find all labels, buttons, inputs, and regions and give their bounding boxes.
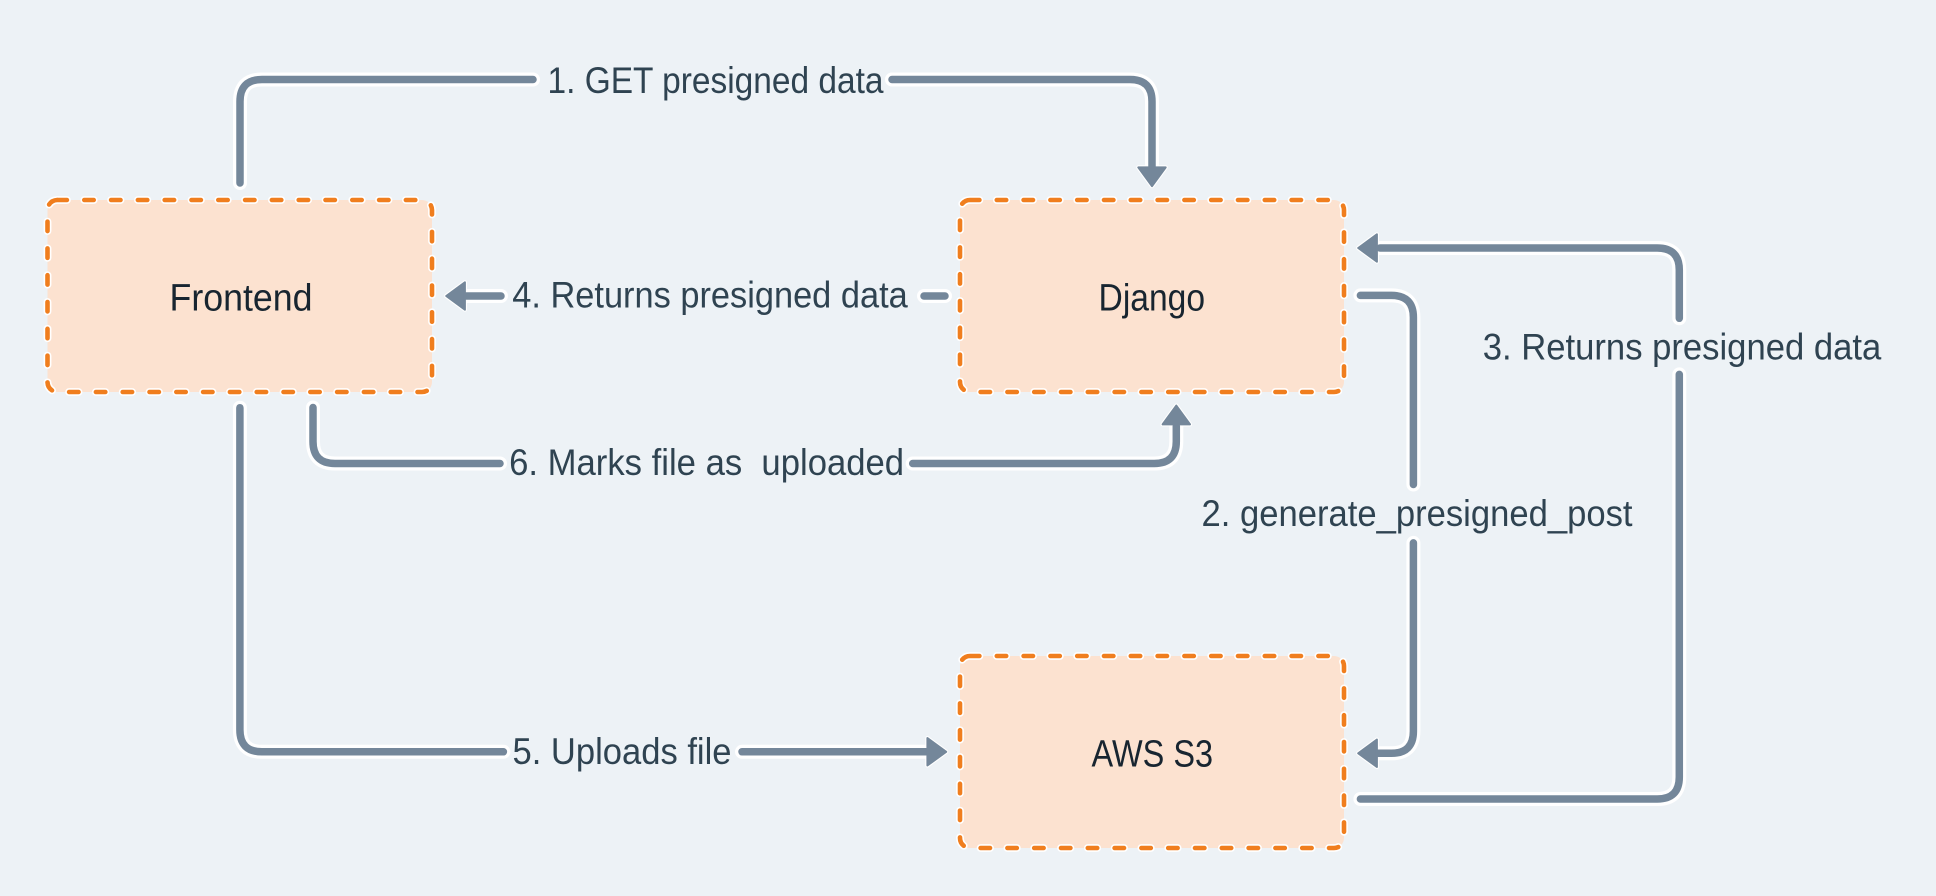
svg-text:Django: Django [1099,277,1206,319]
svg-text:1. GET presigned data: 1. GET presigned data [548,60,884,101]
svg-text:2. generate_presigned_post: 2. generate_presigned_post [1202,493,1634,534]
svg-text:5. Uploads file: 5. Uploads file [513,731,732,772]
svg-text:3. Returns presigned data: 3. Returns presigned data [1483,327,1882,368]
svg-text:Frontend: Frontend [170,278,313,320]
svg-text:4. Returns presigned data: 4. Returns presigned data [512,274,908,315]
svg-text:AWS S3: AWS S3 [1092,734,1214,776]
svg-text:6. Marks file as uploaded: 6. Marks file as uploaded [509,442,904,483]
